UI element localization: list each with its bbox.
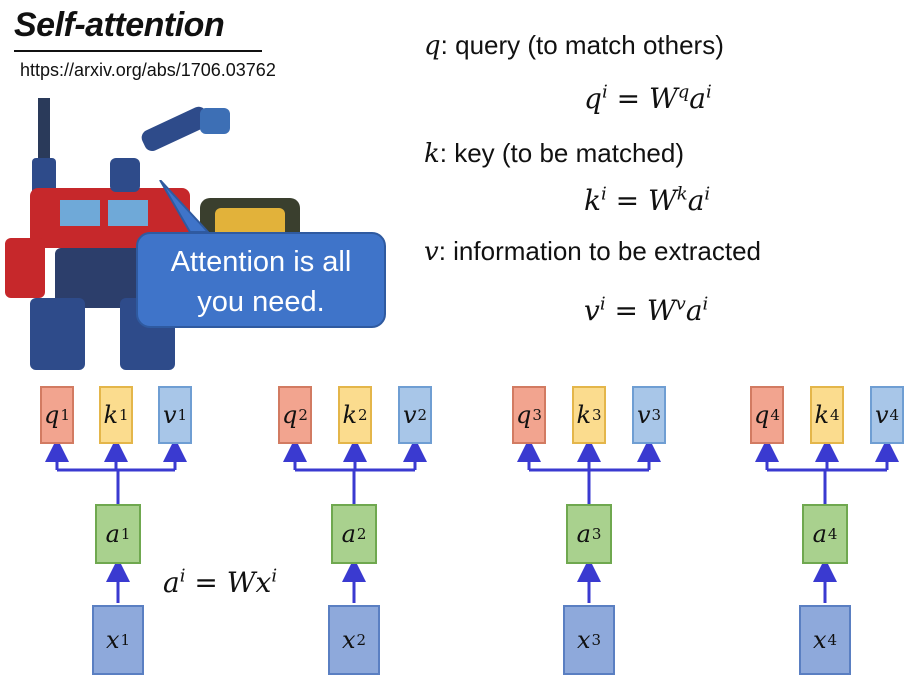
eq-k-lhs: k (584, 184, 601, 217)
eq-k-lhs-sup: i (600, 183, 607, 205)
query-text: : query (to match others) (440, 30, 724, 60)
emb-w: W (226, 566, 256, 599)
eq-q-lhs-sup: i (601, 81, 608, 103)
key-definition: k: key (to be matched) (424, 138, 684, 169)
value-text: : information to be extracted (438, 236, 761, 266)
eq-q-w-sup: q (677, 81, 690, 103)
eq-v-a: a (685, 294, 703, 327)
eq-v-lhs-sup: i (599, 293, 606, 315)
value-definition: v: information to be extracted (424, 236, 761, 267)
page-title: Self-attention (14, 6, 225, 44)
eq-v-lhs: v (584, 294, 600, 327)
eq-q-a: a (689, 82, 706, 115)
speech-bubble: Attention is all you need. (136, 232, 386, 328)
eq-k-a-sup: i (704, 183, 711, 205)
title-underline (14, 50, 262, 52)
key-text: : key (to be matched) (439, 138, 684, 168)
emb-equals: = (194, 566, 218, 599)
emb-x-sup: i (271, 565, 278, 587)
eq-k-equals: = (615, 184, 640, 217)
embedding-equation: ai = Wxi (163, 566, 277, 599)
value-symbol: v (424, 237, 439, 267)
key-equation: ki = Wkai (584, 184, 710, 217)
eq-q-a-sup: i (706, 81, 712, 103)
eq-v-a-sup: i (702, 293, 709, 315)
eq-q-w: W (648, 82, 678, 115)
paper-link[interactable]: https://arxiv.org/abs/1706.03762 (20, 60, 276, 80)
key-symbol: k (424, 139, 440, 169)
eq-k-w: W (648, 184, 677, 217)
emb-x: x (255, 566, 272, 599)
bubble-line-1: Attention is all (170, 246, 352, 278)
eq-q-equals: = (616, 82, 641, 115)
eq-v-equals: = (614, 294, 638, 327)
emb-lhs: a (163, 566, 180, 599)
eq-v-w-sup: v (675, 293, 686, 315)
query-symbol: q (424, 31, 441, 61)
eq-k-w-sup: k (676, 183, 688, 205)
value-equation: vi = Wvai (584, 294, 708, 327)
eq-v-w: W (646, 294, 676, 327)
query-definition: q: query (to match others) (424, 30, 724, 61)
eq-q-lhs: q (584, 82, 602, 115)
eq-k-a: a (687, 184, 705, 217)
query-equation: qi = Wqai (584, 82, 712, 115)
red-robot-shape (5, 98, 230, 370)
bubble-line-2: you need. (197, 286, 325, 318)
emb-lhs-sup: i (179, 565, 186, 587)
